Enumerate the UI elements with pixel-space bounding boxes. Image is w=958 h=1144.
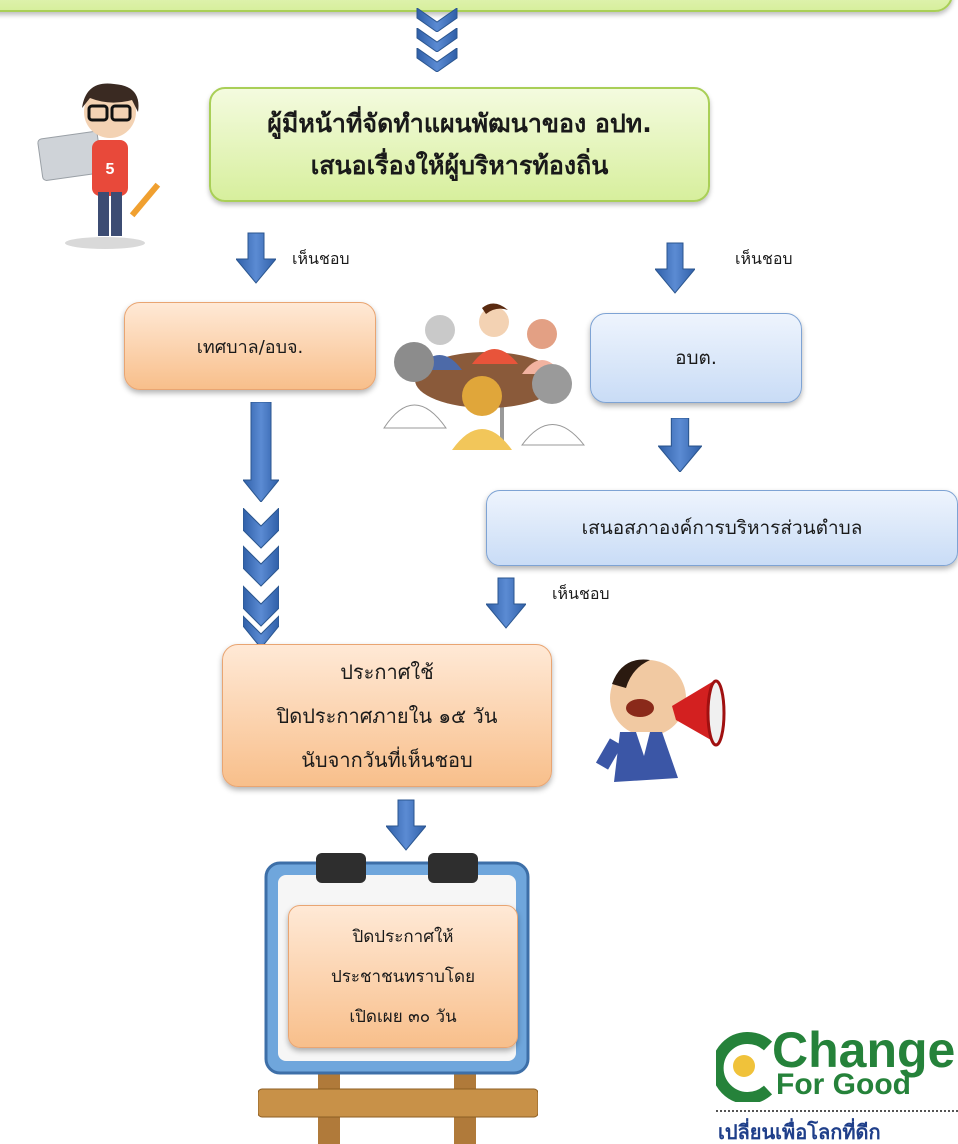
announce-line3: นับจากวันที่เห็นชอบ — [301, 747, 473, 772]
svg-text:5: 5 — [106, 161, 115, 178]
arrow-down-icon — [658, 418, 702, 472]
chevron-down-icon — [243, 508, 279, 648]
chevron-down-icon — [416, 8, 458, 72]
board-notice-box: ปิดประกาศให้ ประชาชนทราบโดย เปิดเผย ๓๐ ว… — [288, 905, 518, 1048]
approve-label: เห็นชอบ — [552, 584, 610, 603]
board-line3: เปิดเผย ๓๐ วัน — [349, 1006, 457, 1027]
arrow-down-icon — [655, 242, 695, 294]
proposal-line1: ผู้มีหน้าที่จัดทำแผนพัฒนาของ อปท. — [267, 108, 652, 138]
sao-label: อบต. — [675, 347, 717, 369]
board-line1: ปิดประกาศให้ — [352, 926, 454, 947]
sao-council-box: เสนอสภาองค์การบริหารส่วนตำบล — [486, 490, 958, 566]
announce-line2: ปิดประกาศภายใน ๑๕ วัน — [276, 703, 498, 728]
logo-text: Change — [772, 1024, 956, 1078]
arrow-down-icon — [236, 232, 276, 284]
municipal-box: เทศบาล/อบจ. — [124, 302, 376, 390]
meeting-figure — [383, 303, 586, 450]
logo-subtext: For Good — [776, 1068, 911, 1101]
sao-council-label: เสนอสภาองค์การบริหารส่วนตำบล — [581, 517, 863, 539]
board-line2: ประชาชนทราบโดย — [330, 966, 476, 987]
approve-label: เห็นชอบ — [292, 249, 350, 268]
announce-box: ประกาศใช้ ปิดประกาศภายใน ๑๕ วัน นับจากวั… — [222, 644, 552, 787]
proposal-line2: เสนอเรื่องให้ผู้บริหารท้องถิ่น — [310, 150, 609, 180]
arrow-down-icon — [243, 402, 279, 502]
programmer-figure: 5 — [37, 83, 161, 249]
logo-tagline: เปลี่ยนเพื่อโลกที่ดีก — [718, 1120, 881, 1144]
megaphone-figure — [595, 659, 726, 782]
approve-label: เห็นชอบ — [735, 249, 793, 268]
logo: Change For Good เปลี่ยนเพื่อโลกที่ดีก — [716, 1024, 958, 1144]
arrow-down-icon — [486, 577, 526, 629]
proposal-box: ผู้มีหน้าที่จัดทำแผนพัฒนาของ อปท. เสนอเร… — [209, 87, 710, 202]
logo-emblem — [716, 1032, 773, 1102]
top-process-box — [0, 0, 953, 12]
logo-divider — [716, 1110, 958, 1112]
sao-box: อบต. — [590, 313, 802, 403]
announce-line1: ประกาศใช้ — [340, 659, 434, 684]
municipal-label: เทศบาล/อบจ. — [196, 336, 304, 358]
arrow-down-icon — [386, 799, 426, 851]
